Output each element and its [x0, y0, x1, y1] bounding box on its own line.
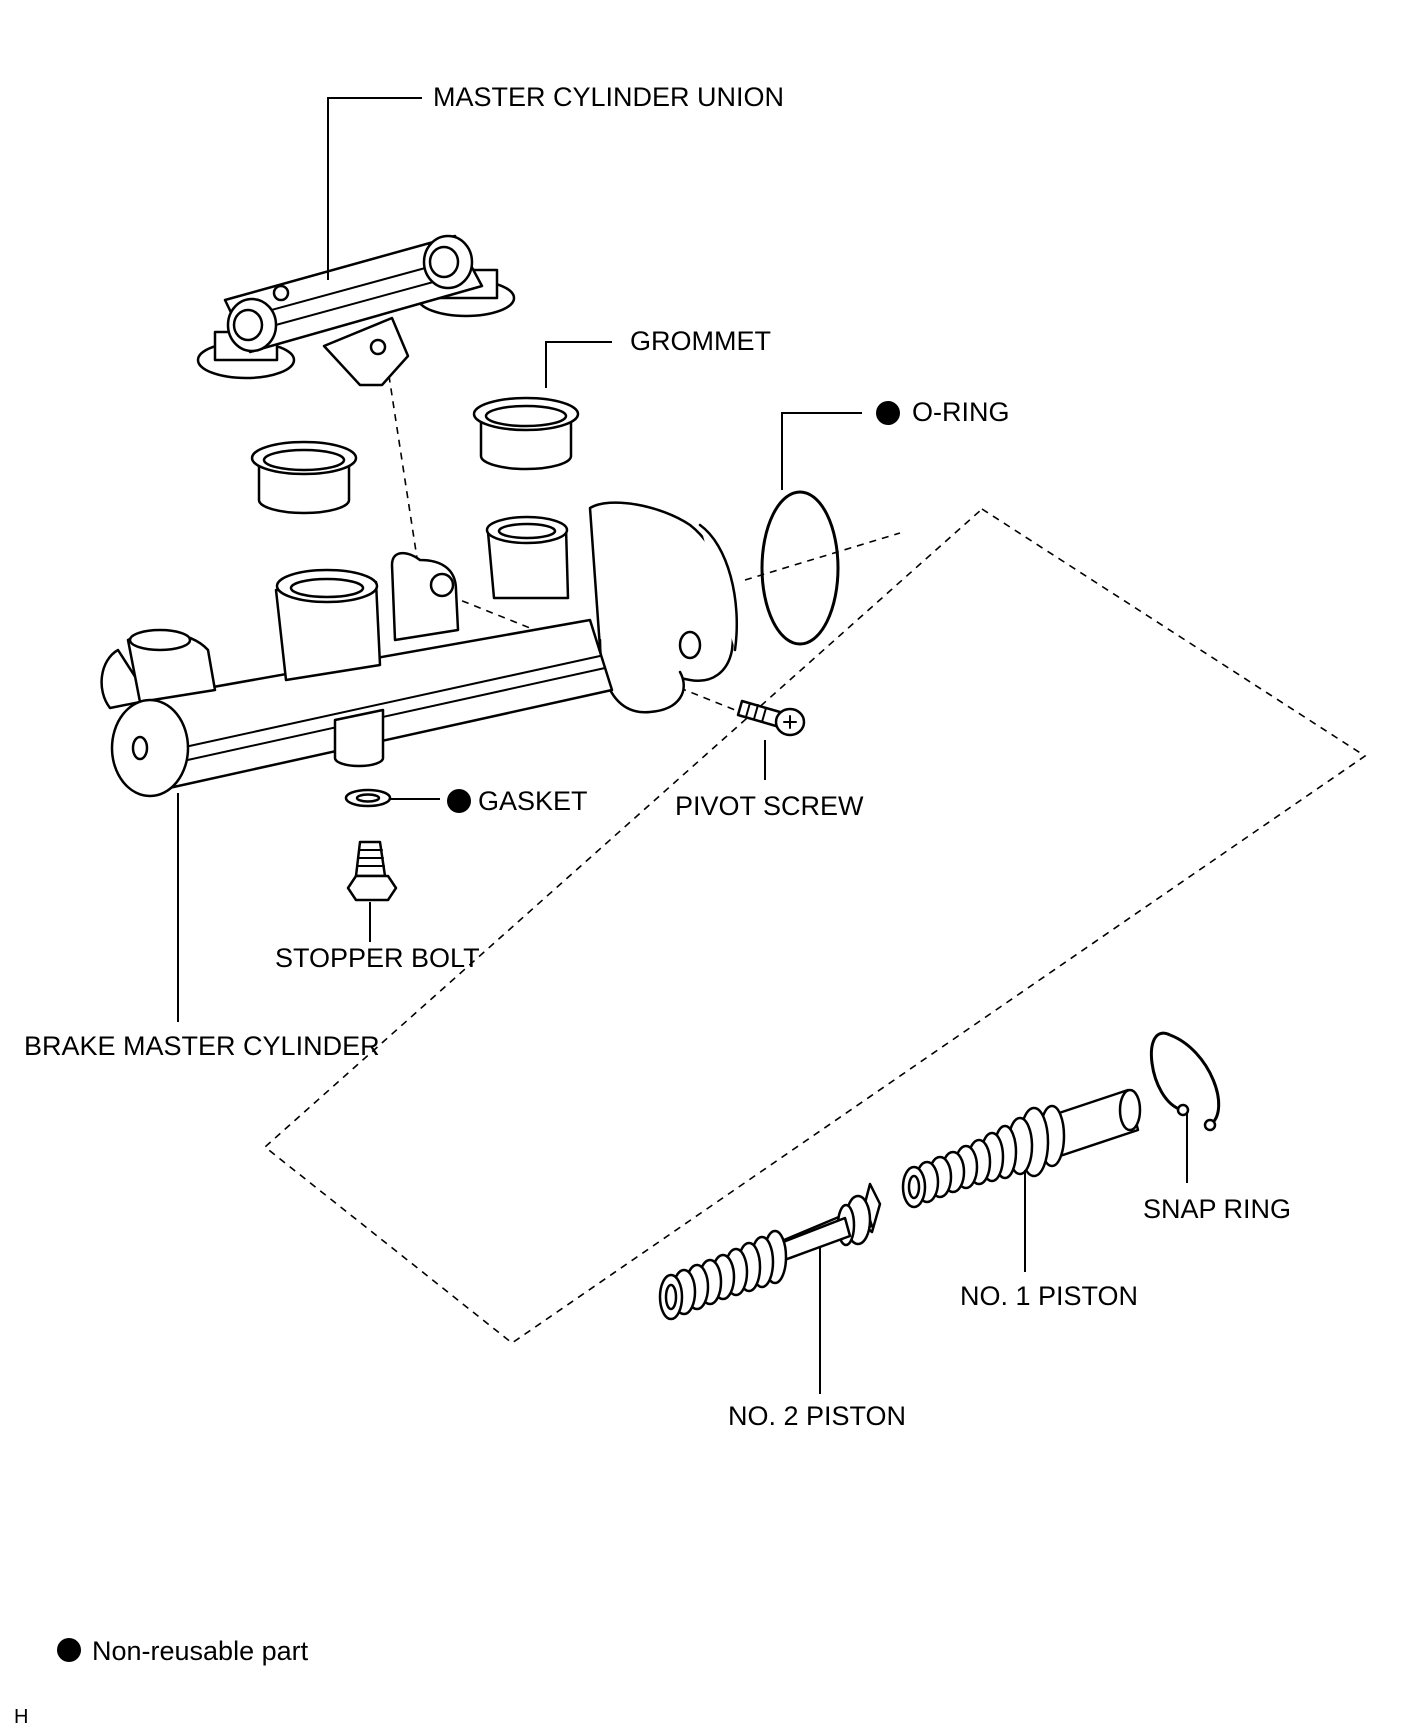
no1-piston-part [901, 1088, 1142, 1209]
label-stopper-bolt: STOPPER BOLT [275, 943, 480, 973]
legend-dot [57, 1638, 81, 1662]
o-ring-part [760, 490, 840, 646]
label-grommet: GROMMET [630, 326, 771, 356]
no2-piston-part [658, 1182, 882, 1321]
label-snap-ring: SNAP RING [1143, 1194, 1291, 1224]
label-o-ring: O-RING [912, 397, 1010, 427]
non-reusable-dot-o-ring [876, 401, 900, 425]
grommet-right [472, 396, 580, 471]
master-cylinder-union [196, 234, 516, 387]
gasket-part [344, 788, 392, 808]
legend-text: Non-reusable part [92, 1636, 309, 1666]
label-gasket: GASKET [478, 786, 588, 816]
snap-ring-part [1150, 1031, 1221, 1132]
stopper-bolt [346, 840, 398, 902]
pivot-screw [736, 699, 806, 737]
corner-code: H [14, 1706, 28, 1728]
assembly-guide-lines [263, 336, 1367, 1344]
label-no2-piston: NO. 2 PISTON [728, 1401, 906, 1431]
label-brake-master-cylinder: BRAKE MASTER CYLINDER [24, 1031, 380, 1061]
label-no1-piston: NO. 1 PISTON [960, 1281, 1138, 1311]
leader-lines [177, 97, 1188, 1394]
brake-master-cylinder-body [100, 501, 739, 798]
label-pivot-screw: PIVOT SCREW [675, 791, 864, 821]
non-reusable-dot-gasket [447, 789, 471, 813]
label-master-cylinder-union: MASTER CYLINDER UNION [433, 82, 784, 112]
grommet-left [250, 440, 358, 515]
